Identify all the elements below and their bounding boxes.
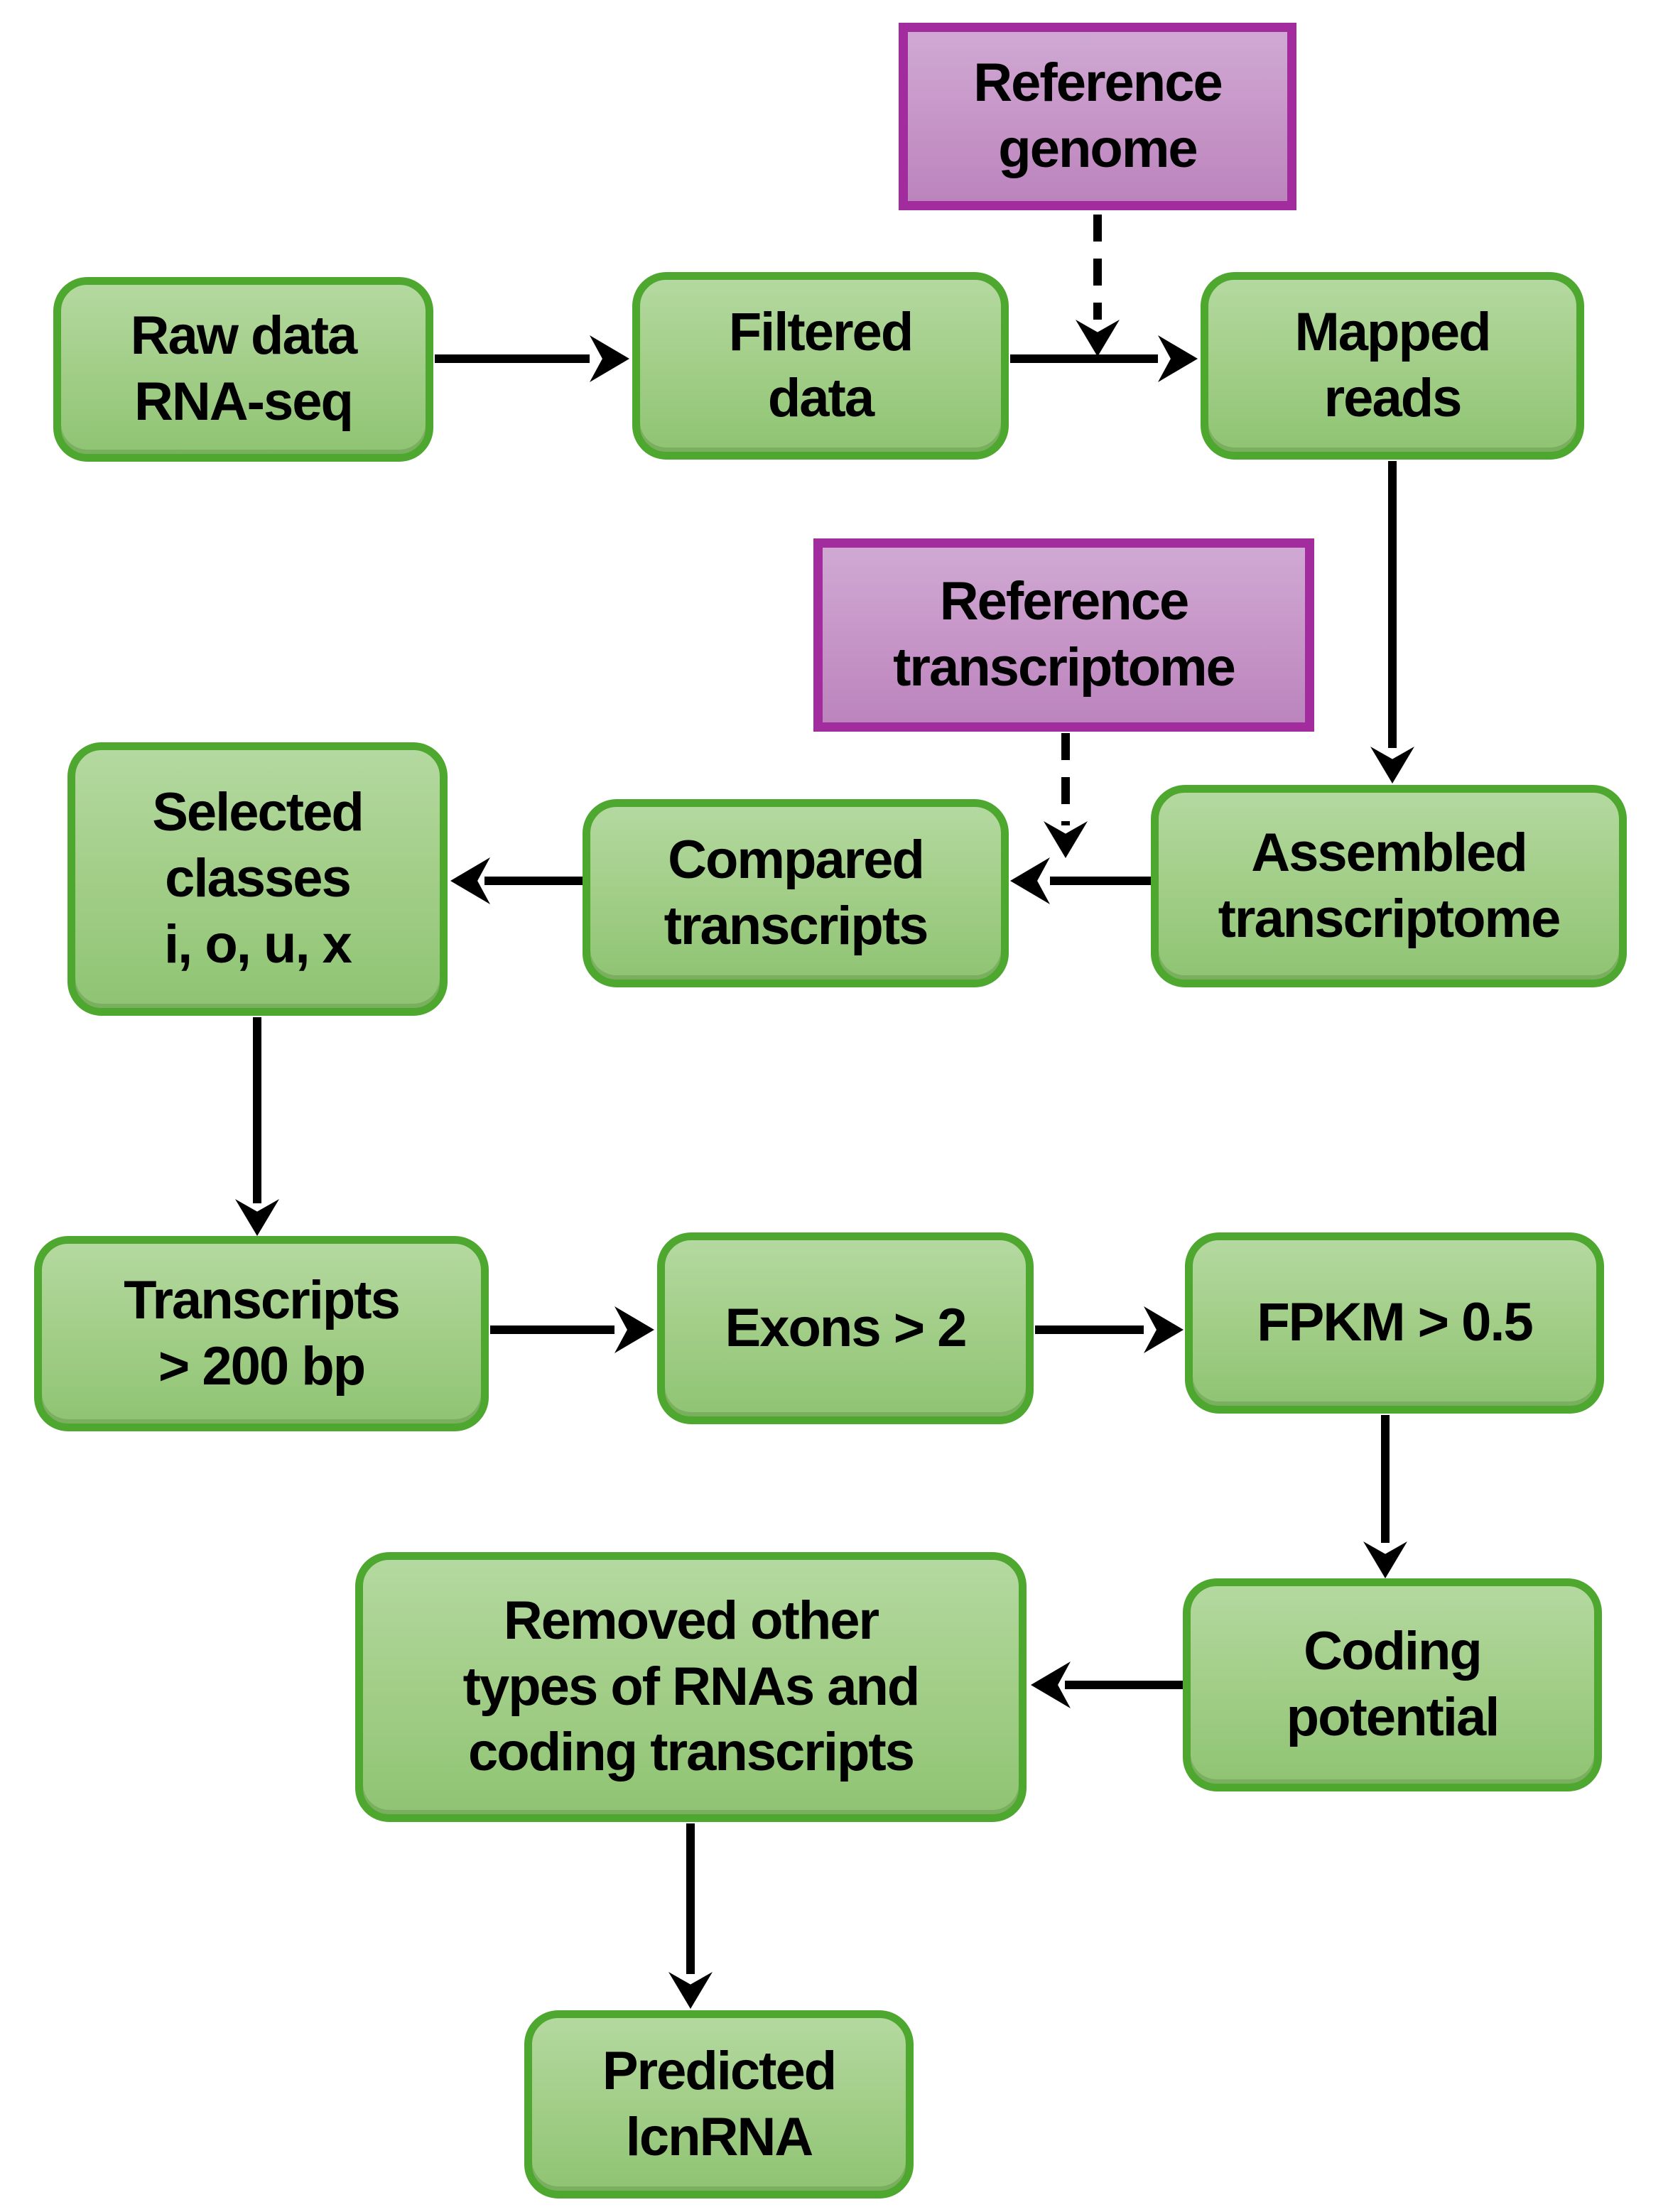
arrow-head-down-icon (1076, 320, 1120, 357)
arrow-shaft (686, 1823, 695, 1974)
node-label: Exons > 2 (725, 1297, 968, 1358)
arrow-head-down-icon (668, 1972, 713, 2009)
node-label: Filtered data (728, 302, 914, 428)
node-raw-data-rna-seq: Raw data RNA-seq (53, 277, 433, 462)
node-mapped-reads: Mapped reads (1201, 272, 1584, 460)
node-label: Assembled transcriptome (1218, 822, 1561, 949)
node-assembled-transcriptome: Assembled transcriptome (1151, 785, 1627, 987)
arrow-dashed-shaft (1093, 215, 1102, 320)
arrow-shaft (1388, 461, 1397, 748)
node-compared-transcripts: Compared transcripts (583, 799, 1009, 987)
arrow-head-down-icon (1044, 821, 1088, 858)
node-label: Mapped reads (1294, 302, 1491, 428)
node-label: Coding potential (1286, 1621, 1500, 1747)
node-label: Predicted lcnRNA (602, 2040, 837, 2167)
arrow-head-right-icon (590, 335, 629, 382)
arrow-shaft (1381, 1415, 1390, 1543)
node-exons-gt-2: Exons > 2 (657, 1232, 1034, 1424)
arrow-head-right-icon (1144, 1306, 1184, 1353)
arrow-shaft (1035, 1325, 1144, 1334)
node-reference-transcriptome: Reference transcriptome (813, 538, 1314, 732)
node-selected-classes: Selected classes i, o, u, x (67, 742, 448, 1016)
node-label: Compared transcripts (664, 829, 929, 956)
arrow-shaft (253, 1017, 261, 1203)
node-transcripts-200bp: Transcripts > 200 bp (34, 1236, 489, 1431)
arrow-shaft (1010, 354, 1158, 363)
node-label: Raw data RNA-seq (130, 305, 358, 432)
arrow-dashed-shaft (1061, 733, 1070, 825)
node-label: Reference genome (973, 53, 1223, 179)
node-reference-genome: Reference genome (899, 23, 1296, 210)
node-coding-potential: Coding potential (1183, 1578, 1602, 1791)
node-removed-other-rnas: Removed other types of RNAs and coding t… (355, 1552, 1027, 1822)
arrow-shaft (490, 1325, 614, 1334)
arrow-shaft (1065, 1681, 1183, 1689)
arrow-head-down-icon (1370, 747, 1414, 784)
arrow-shaft (435, 354, 590, 363)
arrow-shaft (484, 877, 583, 885)
node-fpkm-gt-05: FPKM > 0.5 (1185, 1232, 1604, 1414)
node-predicted-lcnrna: Predicted lcnRNA (524, 2010, 914, 2199)
node-label: Reference transcriptome (893, 571, 1236, 698)
node-filtered-data: Filtered data (632, 272, 1009, 460)
node-label: Selected classes i, o, u, x (152, 782, 364, 975)
arrow-head-down-icon (1363, 1541, 1407, 1578)
arrow-head-right-icon (1158, 335, 1198, 382)
arrow-head-right-icon (614, 1306, 654, 1353)
node-label: Removed other types of RNAs and coding t… (462, 1590, 921, 1783)
arrow-shaft (1050, 877, 1151, 885)
node-label: FPKM > 0.5 (1257, 1292, 1534, 1353)
arrow-head-down-icon (235, 1199, 279, 1236)
node-label: Transcripts > 200 bp (124, 1269, 401, 1397)
arrow-head-left-icon (1010, 857, 1050, 904)
